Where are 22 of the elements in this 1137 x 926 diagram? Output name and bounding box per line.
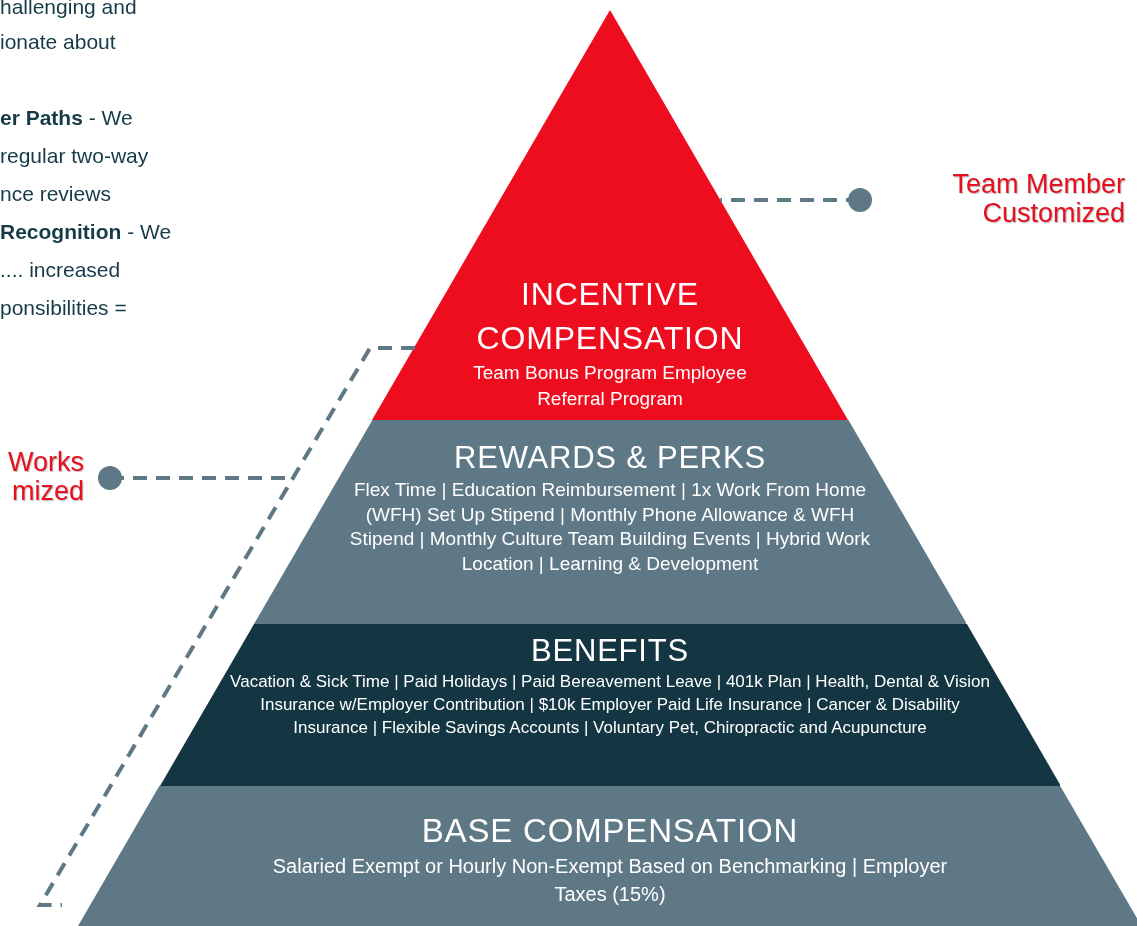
pyramid-tier	[159, 624, 1061, 786]
pyramid-tier	[78, 786, 1137, 926]
body-text: ionate about	[0, 29, 116, 55]
body-text: ponsibilities =	[0, 295, 127, 321]
body-text: nce reviews	[0, 181, 111, 207]
tier-title: REWARDS & PERKS	[454, 439, 766, 477]
pyramid-tier	[372, 10, 848, 420]
body-text: regular two-way	[0, 143, 149, 169]
tier-description: Salaried Exempt or Hourly Non-Exempt Based on Benchmarking | Employer Taxes (15%)	[271, 854, 949, 907]
body-text: .... increased	[0, 257, 121, 283]
body-text: Recognition - We	[0, 219, 172, 245]
tier-title: INCENTIVE COMPENSATION	[475, 275, 745, 358]
callout-text: Works mized	[0, 448, 84, 506]
leader-line	[720, 188, 872, 212]
callout-text: Team Member Customized	[880, 170, 1125, 228]
tier-description: Team Bonus Program Employee Referral Program	[472, 361, 748, 411]
tier-description: Vacation & Sick Time | Paid Holidays | Paid Bereavement Leave | 401k Plan | Health, Dental & Vision Insurance w/Employer Contribution | $10k Employer Paid Life Insurance | Cancer & Disability Insurance | Flexible Savings Accounts | Voluntary Pet, Chiropractic and Acupuncture	[230, 671, 990, 739]
tier-title: BENEFITS	[531, 632, 689, 670]
pyramid-tier	[253, 420, 967, 624]
tier-title: BASE COMPENSATION	[421, 811, 799, 851]
tier-description: Flex Time | Education Reimbursement | 1x Work From Home (WFH) Set Up Stipend | Monthly Phone Allowance & WFH Stipend | Monthly Culture Team Building Events | Hybrid Work Location | Learning & Development	[348, 478, 872, 576]
body-text: er Paths - We	[0, 105, 133, 131]
